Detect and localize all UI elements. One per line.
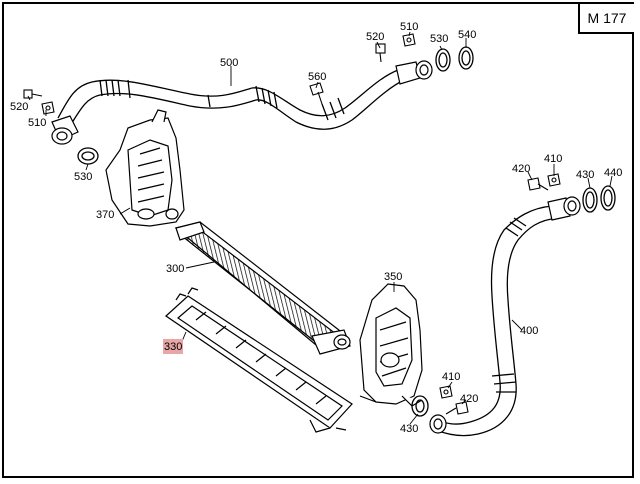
clip-410-right	[547, 173, 561, 187]
bolt-420-bottom	[445, 401, 469, 415]
cover-330	[165, 287, 353, 433]
label-530-left: 530	[74, 171, 92, 183]
hose-400	[435, 205, 559, 437]
seal-ring-440-right	[600, 185, 616, 211]
bolt-420-right	[527, 177, 549, 191]
label-510-left: 510	[28, 117, 46, 129]
label-330-highlight	[163, 339, 183, 354]
hose-500-left-fitting	[51, 115, 79, 145]
seal-ring-540-top	[458, 46, 474, 70]
seal-ring-430-right	[582, 187, 598, 213]
bracket-370	[105, 109, 185, 227]
diagram-frame	[2, 2, 634, 478]
label-560: 560	[308, 71, 326, 83]
label-430-right: 430	[576, 169, 594, 181]
seal-ring-430-bottom	[411, 395, 429, 417]
label-370: 370	[96, 209, 114, 221]
label-420-bottom: 420	[460, 393, 478, 405]
hose-400-top-fitting	[547, 196, 581, 221]
label-330: 330	[164, 341, 182, 353]
seal-ring-530-top	[435, 48, 451, 72]
label-510-top: 510	[400, 21, 418, 33]
label-530-top: 530	[430, 33, 448, 45]
label-500: 500	[220, 57, 238, 69]
clip-410-bottom	[439, 385, 453, 399]
label-440-right: 440	[604, 167, 622, 179]
oil-cooler-300	[174, 221, 351, 355]
bolt-520-top	[375, 43, 386, 63]
label-300: 300	[166, 263, 184, 275]
bolt-520-left	[23, 89, 43, 99]
hose-400-bottom-fitting	[429, 414, 447, 434]
seal-ring-530-left	[77, 147, 99, 165]
label-420-right: 420	[512, 163, 530, 175]
label-400: 400	[520, 325, 538, 337]
label-350: 350	[384, 271, 402, 283]
clip-510-left	[41, 101, 55, 115]
clip-510-top	[402, 33, 416, 47]
bolt-560	[309, 82, 324, 105]
label-520-left: 520	[10, 101, 28, 113]
label-410-bottom: 410	[442, 371, 460, 383]
label-520-top: 520	[366, 31, 384, 43]
hose-500	[57, 69, 405, 130]
label-540-top: 540	[458, 29, 476, 41]
bracket-350	[359, 283, 423, 407]
label-410-right: 410	[544, 153, 562, 165]
model-code-label: M 177	[578, 4, 634, 34]
hose-500-right-fitting	[395, 60, 433, 85]
callout-labels: 500 520 510 530 540 560 520 510 530 370 …	[10, 21, 622, 435]
label-430-bottom: 430	[400, 423, 418, 435]
